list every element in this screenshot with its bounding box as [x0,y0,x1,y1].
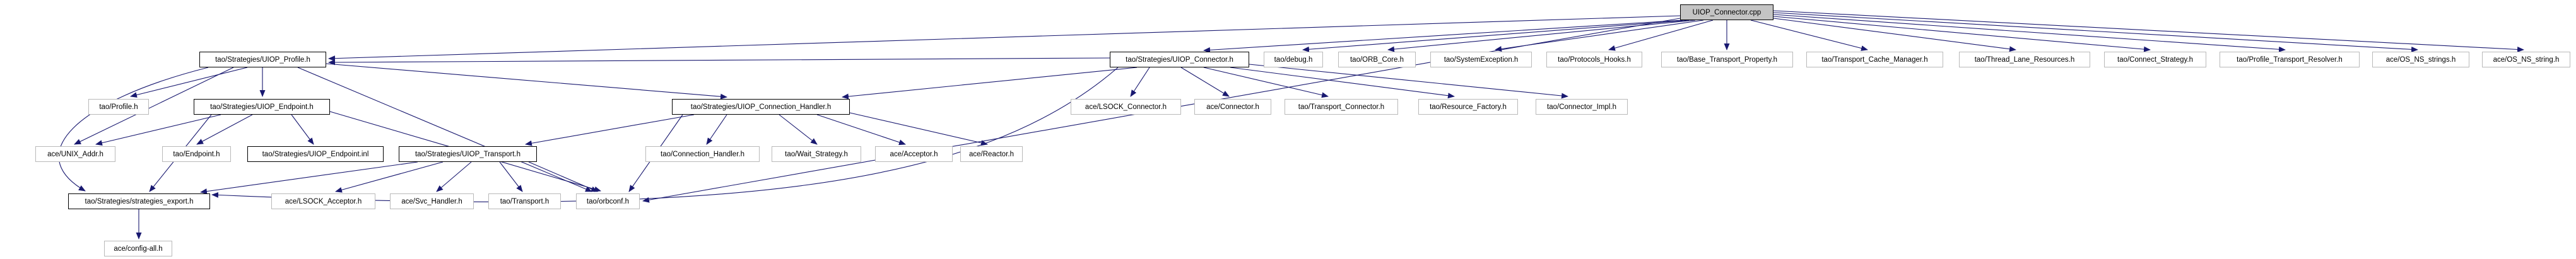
node-transport-cache-manager-h[interactable]: tao/Transport_Cache_Manager.h [1806,52,1943,67]
edge-uiop-endpoint-h--unix-addr-h [95,114,221,146]
edge-uiop-connector-cpp--protocols-hooks-h [1608,20,1714,51]
node-connector-h[interactable]: ace/Connector.h [1194,99,1271,115]
edge-uiop-connector-cpp--transport-cache-manager-h [1750,20,1868,51]
node-uiop-transport-h[interactable]: tao/Strategies/UIOP_Transport.h [399,146,537,162]
node-lsock-acceptor-h[interactable]: ace/LSOCK_Acceptor.h [271,193,375,209]
edge-uiop-connection-handler-h--connection-handler-h [706,114,727,145]
node-transport-h[interactable]: tao/Transport.h [488,193,561,209]
edge-uiop-endpoint-h--uiop-endpoint-inl [291,114,314,145]
edge-uiop-transport-h--lsock-acceptor-h [335,161,444,193]
edge-uiop-transport-h--orbconf-h [528,161,598,192]
node-uiop-endpoint-h[interactable]: tao/Strategies/UIOP_Endpoint.h [194,99,330,115]
node-orbconf-h[interactable]: tao/orbconf.h [576,193,640,209]
edge-uiop-connector-h--connector-impl-h [1249,64,1568,99]
edge-uiop-profile-h--strategies-export-h [58,67,209,192]
edge-uiop-connector-cpp--os-ns-strings-h [1773,12,2418,52]
edge-uiop-endpoint-h--endpoint-h [196,114,253,145]
edge-uiop-connector-cpp--uiop-connector-h [1203,20,1683,53]
edge-uiop-connector-cpp--debug-h [1302,20,1690,52]
node-os-ns-string-h[interactable]: ace/OS_NS_string.h [2482,52,2570,67]
node-thread-lane-resources-h[interactable]: tao/Thread_Lane_Resources.h [1959,52,2090,67]
edge-uiop-profile-h--orbconf-h [297,67,592,192]
node-system-exception-h[interactable]: tao/SystemException.h [1430,52,1532,67]
node-os-ns-strings-h[interactable]: ace/OS_NS_strings.h [2372,52,2469,67]
node-debug-h[interactable]: tao/debug.h [1264,52,1323,67]
node-orb-core-h[interactable]: tao/ORB_Core.h [1338,52,1416,67]
node-uiop-connector-h[interactable]: tao/Strategies/UIOP_Connector.h [1110,52,1249,67]
edge-uiop-connector-cpp--profile-transport-resolver-h [1773,14,2286,52]
node-protocols-hooks-h[interactable]: tao/Protocols_Hooks.h [1546,52,1642,67]
node-config-all-h[interactable]: ace/config-all.h [104,241,172,256]
edge-uiop-connection-handler-h--acceptor-h [816,114,906,146]
node-connection-handler-h[interactable]: tao/Connection_Handler.h [645,146,760,162]
node-uiop-connector-cpp: UIOP_Connector.cpp [1680,4,1773,20]
edge-uiop-transport-h--svc-handler-h [436,161,472,192]
node-endpoint-h[interactable]: tao/Endpoint.h [162,146,231,162]
node-transport-connector-h[interactable]: tao/Transport_Connector.h [1285,99,1398,115]
edge-uiop-connector-cpp--orb-core-h [1387,20,1696,52]
edge-uiop-connection-handler-h--wait-strategy-h [779,114,818,145]
node-wait-strategy-h[interactable]: tao/Wait_Strategy.h [772,146,861,162]
edge-uiop-profile-h--profile-h [130,67,248,98]
node-connect-strategy-h[interactable]: tao/Connect_Strategy.h [2104,52,2206,67]
edge-uiop-profile-h--uiop-connection-handler-h [326,63,727,100]
node-reactor-h[interactable]: ace/Reactor.h [960,146,1023,162]
edge-uiop-connector-cpp--os-ns-string-h [1773,10,2524,52]
node-base-transport-property-h[interactable]: tao/Base_Transport_Property.h [1661,52,1793,67]
edge-uiop-connector-h--resource-factory-h [1230,67,1455,99]
edge-uiop-connection-handler-h--reactor-h [849,112,988,146]
edge-uiop-connector-h--connector-h [1180,67,1230,97]
node-profile-transport-resolver-h[interactable]: tao/Profile_Transport_Resolver.h [2220,52,2360,67]
edge-uiop-connector-h--lsock-connector-h [1130,67,1150,97]
edge-uiop-connector-cpp--connect-strategy-h [1773,16,2151,52]
edge-uiop-connector-h--uiop-connection-handler-h [842,67,1138,100]
edge-uiop-connector-h--transport-connector-h [1203,67,1329,98]
node-strategies-export-h[interactable]: tao/Strategies/strategies_export.h [68,193,210,209]
edge-uiop-transport-h--strategies-export-h [200,161,418,195]
node-profile-h[interactable]: tao/Profile.h [88,99,149,115]
edge-uiop-connector-cpp--uiop-profile-h [328,15,1681,62]
edge-uiop-transport-h--transport-h [499,161,523,192]
node-lsock-connector-h[interactable]: ace/LSOCK_Connector.h [1071,99,1181,115]
node-unix-addr-h[interactable]: ace/UNIX_Addr.h [35,146,115,162]
node-uiop-endpoint-inl[interactable]: tao/Strategies/UIOP_Endpoint.inl [247,146,384,162]
node-svc-handler-h[interactable]: ace/Svc_Handler.h [390,193,474,209]
edge-uiop-profile-h--unix-addr-h [74,67,234,145]
edge-uiop-connector-cpp--thread-lane-resources-h [1773,18,2016,52]
node-uiop-connection-handler-h[interactable]: tao/Strategies/UIOP_Connection_Handler.h [672,99,850,115]
node-connector-impl-h[interactable]: tao/Connector_Impl.h [1536,99,1628,115]
edge-uiop-connector-h--uiop-profile-h [328,57,1110,66]
node-resource-factory-h[interactable]: tao/Resource_Factory.h [1418,99,1518,115]
edge-uiop-connection-handler-h--uiop-transport-h [525,114,695,146]
node-uiop-profile-h[interactable]: tao/Strategies/UIOP_Profile.h [199,52,326,67]
node-acceptor-h[interactable]: ace/Acceptor.h [875,146,953,162]
